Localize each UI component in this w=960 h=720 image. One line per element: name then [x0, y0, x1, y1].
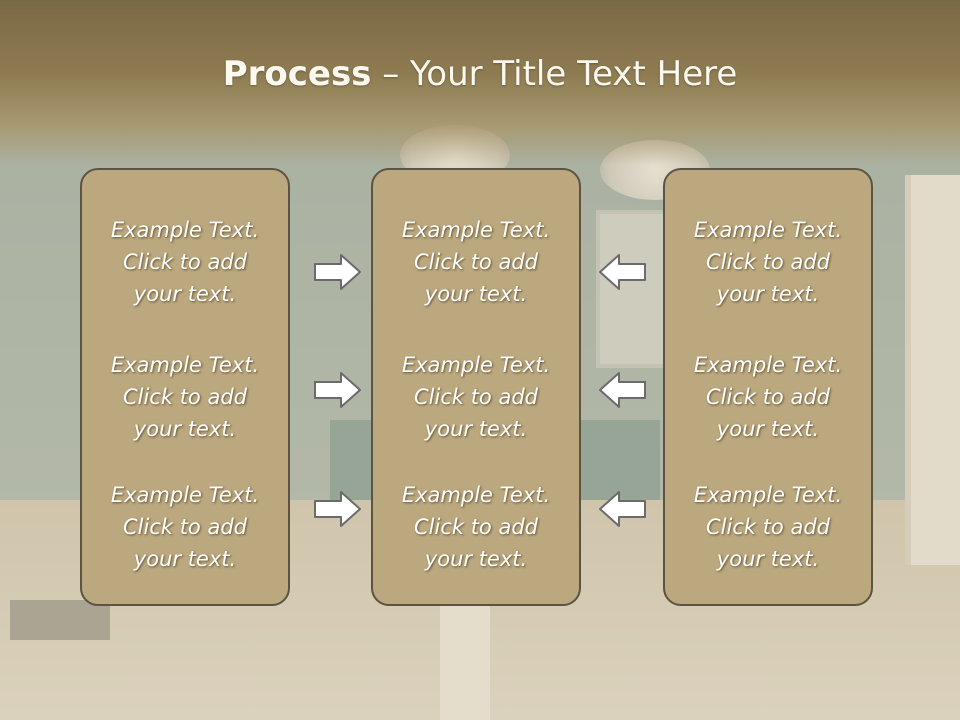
text-line: Example Text.: [401, 218, 551, 242]
title-bold-text: Process: [222, 54, 372, 94]
text-line: your text.: [716, 417, 820, 441]
text-line: Example Text.: [401, 483, 551, 507]
text-line: your text.: [716, 282, 820, 306]
text-block[interactable]: Example Text. Click to add your text.: [82, 349, 288, 445]
arrow-left-icon[interactable]: [597, 253, 647, 291]
text-line: Click to add: [122, 385, 247, 409]
title-band: [0, 0, 960, 165]
text-line: Click to add: [705, 250, 830, 274]
text-line: Example Text.: [693, 483, 843, 507]
text-line: your text.: [133, 547, 237, 571]
text-line: your text.: [716, 547, 820, 571]
text-line: Example Text.: [693, 218, 843, 242]
text-line: Example Text.: [110, 353, 260, 377]
arrow-right-icon[interactable]: [313, 253, 363, 291]
text-line: your text.: [133, 417, 237, 441]
text-line: Click to add: [413, 250, 538, 274]
text-block[interactable]: Example Text. Click to add your text.: [82, 479, 288, 575]
text-line: your text.: [424, 282, 528, 306]
text-block[interactable]: Example Text. Click to add your text.: [373, 349, 579, 445]
text-line: Example Text.: [693, 353, 843, 377]
text-line: Click to add: [413, 385, 538, 409]
arrow-right-icon[interactable]: [313, 371, 363, 409]
slide-title[interactable]: Process – Your Title Text Here: [0, 54, 960, 94]
arrow-left-icon[interactable]: [597, 490, 647, 528]
arrow-right-icon[interactable]: [313, 490, 363, 528]
text-line: Example Text.: [110, 483, 260, 507]
text-line: your text.: [424, 417, 528, 441]
text-line: Example Text.: [401, 353, 551, 377]
text-block[interactable]: Example Text. Click to add your text.: [373, 479, 579, 575]
text-block[interactable]: Example Text. Click to add your text.: [665, 214, 871, 310]
text-line: Click to add: [705, 385, 830, 409]
text-line: your text.: [133, 282, 237, 306]
text-line: Click to add: [122, 515, 247, 539]
text-block[interactable]: Example Text. Click to add your text.: [665, 479, 871, 575]
text-line: your text.: [424, 547, 528, 571]
process-panel-right[interactable]: Example Text. Click to add your text. Ex…: [663, 168, 873, 606]
text-block[interactable]: Example Text. Click to add your text.: [82, 214, 288, 310]
title-rest-text: – Your Title Text Here: [371, 54, 738, 94]
text-block[interactable]: Example Text. Click to add your text.: [665, 349, 871, 445]
process-panel-left[interactable]: Example Text. Click to add your text. Ex…: [80, 168, 290, 606]
arrow-left-icon[interactable]: [597, 371, 647, 409]
text-block[interactable]: Example Text. Click to add your text.: [373, 214, 579, 310]
text-line: Click to add: [413, 515, 538, 539]
process-panel-center[interactable]: Example Text. Click to add your text. Ex…: [371, 168, 581, 606]
text-line: Example Text.: [110, 218, 260, 242]
text-line: Click to add: [122, 250, 247, 274]
text-line: Click to add: [705, 515, 830, 539]
